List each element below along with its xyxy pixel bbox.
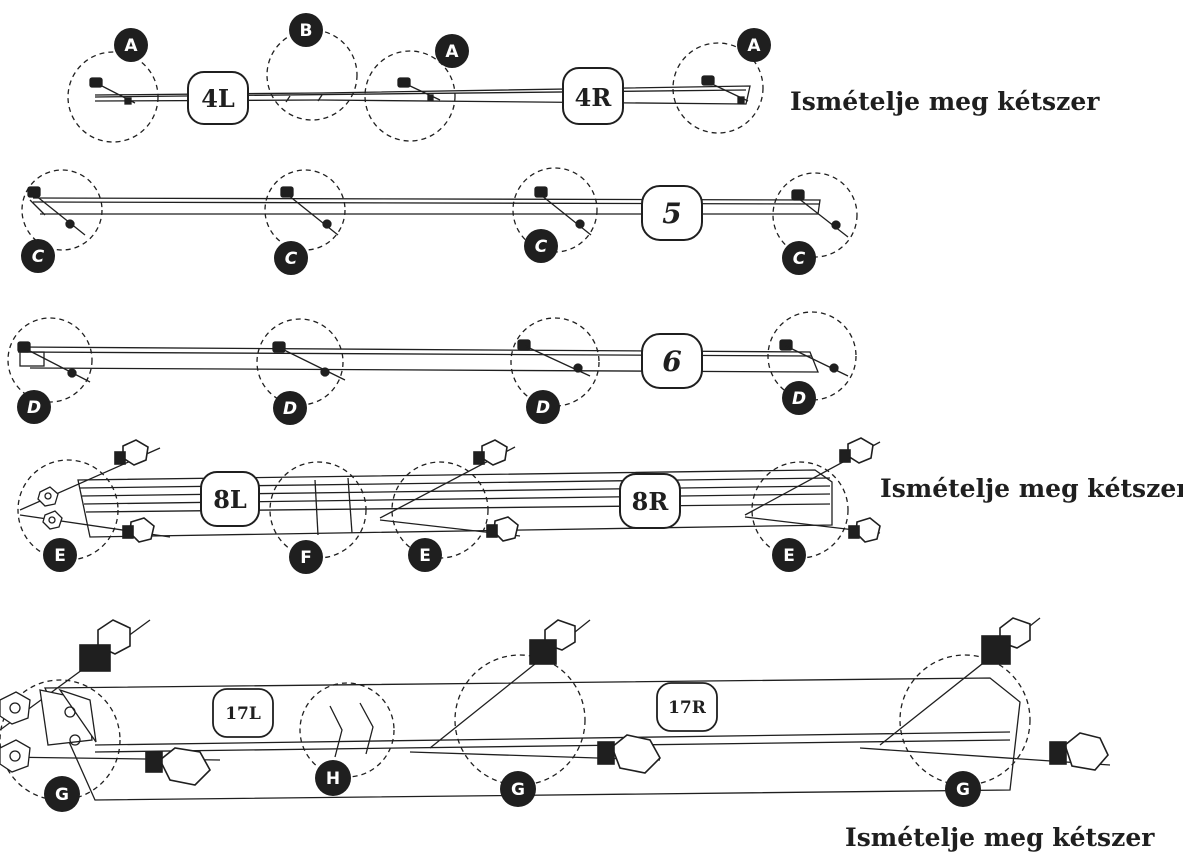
badge-h: H [315, 760, 351, 796]
svg-text:E: E [783, 546, 795, 566]
badge-g-2: G [500, 771, 536, 807]
bolt-icon [27, 186, 841, 230]
detail-circle-d-3 [510, 317, 600, 407]
svg-text:C: C [535, 237, 548, 257]
detail-circle-a-left [67, 51, 159, 143]
svg-text:G: G [956, 780, 970, 800]
part-label-4r: 4R [562, 67, 624, 125]
detail-badges: A B A A C C C C D D D D E F E E G H G G [17, 13, 981, 812]
svg-text:4L: 4L [201, 84, 235, 113]
svg-text:E: E [419, 546, 431, 566]
row-4-rails [67, 29, 764, 143]
badge-c-3: C [524, 229, 558, 263]
badge-d-3: D [526, 390, 560, 424]
row-17-rails [0, 617, 1111, 801]
detail-circle-h [299, 682, 395, 778]
repeat-note-row-8: Ismételje meg kétszer [880, 474, 1183, 503]
part-label-4l: 4L [187, 71, 249, 125]
detail-circle-e-left [17, 459, 119, 561]
svg-text:D: D [792, 389, 806, 409]
badge-e-3: E [772, 538, 806, 572]
badge-c-2: C [274, 241, 308, 275]
part-label-6: 6 [641, 333, 703, 389]
nut-icon [37, 486, 63, 530]
svg-text:C: C [793, 249, 806, 269]
badge-d-4: D [782, 381, 816, 415]
nut-icon [0, 691, 31, 773]
svg-text:8R: 8R [632, 487, 670, 516]
bolt-icon [114, 437, 881, 543]
detail-circle-d-2 [256, 318, 344, 406]
svg-text:D: D [283, 399, 297, 419]
badge-g-1: G [44, 776, 80, 812]
badge-g-3: G [945, 771, 981, 807]
badge-a-1: A [114, 28, 148, 62]
svg-text:E: E [54, 546, 66, 566]
svg-text:4R: 4R [575, 83, 613, 112]
detail-circle-a-middle [364, 50, 456, 142]
detail-circle-c-2 [264, 169, 346, 251]
svg-text:17R: 17R [668, 698, 707, 718]
part-label-17l: 17L [212, 688, 274, 738]
svg-text:A: A [747, 36, 761, 56]
part-label-8r: 8R [619, 473, 681, 529]
bolt-icon [89, 75, 745, 105]
svg-text:G: G [511, 780, 525, 800]
detail-circle-e-middle [391, 461, 489, 559]
repeat-note-row-17: Ismételje meg kétszer [845, 823, 1155, 852]
detail-circle-c-4 [772, 172, 858, 258]
bracket-icon [39, 688, 97, 746]
badge-d-2: D [273, 391, 307, 425]
part-label-8l: 8L [200, 471, 260, 527]
badge-a-2: A [435, 34, 469, 68]
detail-circle-g-right [899, 654, 1031, 786]
row-6-rail [7, 311, 857, 407]
badge-a-3: A [737, 28, 771, 62]
repeat-note-row-4: Ismételje meg kétszer [790, 87, 1100, 116]
detail-circle-g-middle [454, 654, 586, 786]
badge-e-2: E [408, 538, 442, 572]
svg-text:D: D [27, 398, 41, 418]
svg-text:6: 6 [662, 345, 681, 378]
detail-circle-d-4 [767, 311, 857, 401]
bolt-icon [79, 617, 1109, 786]
svg-text:A: A [445, 42, 459, 62]
badge-f: F [289, 540, 323, 574]
detail-circle-c-1 [21, 169, 103, 251]
row-5-rail [21, 167, 858, 258]
svg-text:H: H [326, 769, 340, 789]
svg-text:B: B [300, 21, 313, 41]
svg-text:D: D [536, 398, 550, 418]
svg-text:8L: 8L [213, 485, 247, 514]
badge-c-1: C [21, 239, 55, 273]
svg-text:A: A [124, 36, 138, 56]
svg-text:17L: 17L [225, 704, 261, 724]
badge-d-1: D [17, 390, 51, 424]
badge-e-1: E [43, 538, 77, 572]
svg-text:F: F [300, 548, 312, 568]
part-label-5: 5 [641, 185, 703, 241]
svg-text:C: C [285, 249, 298, 269]
svg-text:5: 5 [662, 197, 681, 230]
row-8-rails [17, 437, 881, 561]
badge-b: B [289, 13, 323, 47]
detail-circle-a-right [672, 42, 764, 134]
badge-c-4: C [782, 241, 816, 275]
svg-text:C: C [32, 247, 45, 267]
part-label-17r: 17R [656, 682, 718, 732]
svg-text:G: G [55, 785, 69, 805]
